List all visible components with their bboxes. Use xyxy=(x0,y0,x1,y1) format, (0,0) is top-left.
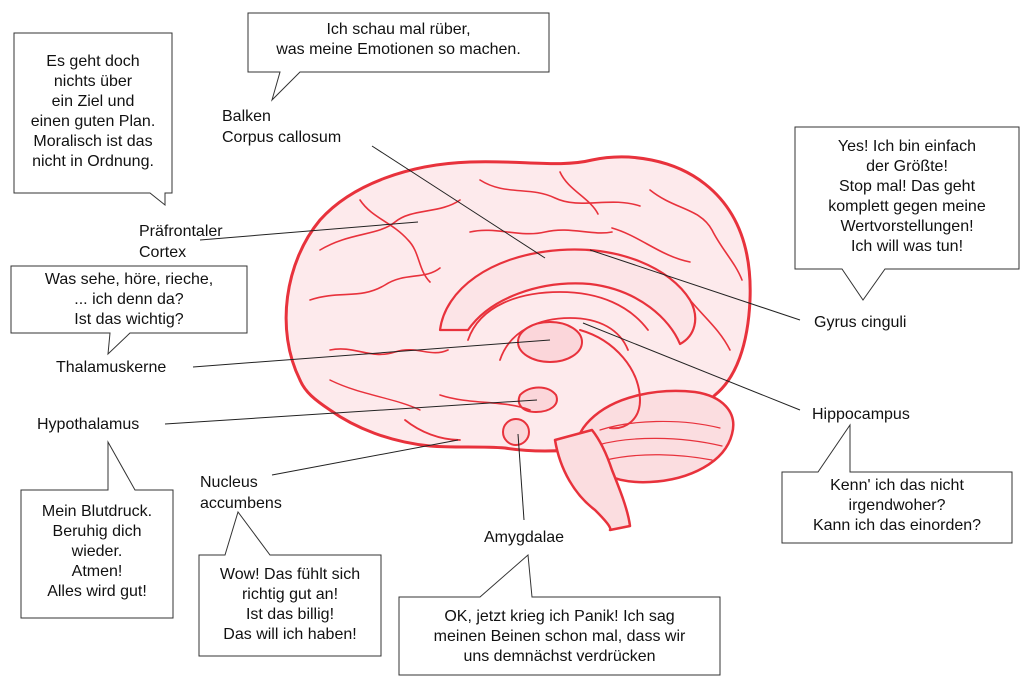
bubble-text-hypothalamus: Mein Blutdruck. Beruhig dich wieder. Atm… xyxy=(41,503,153,600)
corpus-callosum xyxy=(438,248,697,346)
label-hippocampus: Hippocampus xyxy=(812,406,910,423)
bubble-text-nucleus: Wow! Das fühlt sich richtig gut an! Ist … xyxy=(219,566,361,643)
speech-bubbles xyxy=(10,12,1020,676)
cerebrum-outline xyxy=(284,155,752,453)
amygdala xyxy=(502,418,530,446)
bubble-hypothalamus xyxy=(20,440,174,619)
brain-illustration xyxy=(284,155,752,532)
label-praefrontal: Präfrontaler Cortex xyxy=(139,223,223,261)
bubble-hippocampus xyxy=(781,423,1013,544)
pointer-nucleus xyxy=(271,439,459,476)
pointer-thalamus xyxy=(192,339,551,368)
bubble-praefrontal xyxy=(13,32,173,207)
pointer-hippocampus xyxy=(582,322,801,411)
pointer-amygdala xyxy=(517,433,525,521)
bubble-text-hippocampus: Kenn' ich das nicht irgendwoher? Kann ic… xyxy=(812,477,982,534)
pointer-balken xyxy=(371,145,546,259)
label-thalamus: Thalamuskerne xyxy=(56,359,167,376)
pointer-lines xyxy=(164,145,801,521)
pointer-praefrontal xyxy=(199,221,419,241)
bubble-thalamus xyxy=(10,265,248,356)
brainstem xyxy=(553,428,632,532)
label-nucleus: Nucleus accumbens xyxy=(200,474,282,512)
bubble-balken xyxy=(247,12,550,102)
label-balken: Balken Corpus callosum xyxy=(222,108,342,146)
label-hypothalamus: Hypothalamus xyxy=(37,416,140,433)
bubble-gyrus xyxy=(794,126,1020,301)
bubble-amygdala xyxy=(398,553,721,676)
pointer-gyrus xyxy=(589,249,801,321)
label-gyrus: Gyrus cinguli xyxy=(814,314,907,331)
bubble-text-praefrontal: Es geht doch nichts über ein Ziel und ei… xyxy=(30,53,156,170)
bubble-text-amygdala: OK, jetzt krieg ich Panik! Ich sag meine… xyxy=(433,608,686,665)
bubble-nucleus xyxy=(198,510,382,657)
bubble-text-thalamus: Was sehe, höre, rieche, ... ich denn da?… xyxy=(44,271,214,328)
label-amygdala: Amygdalae xyxy=(484,529,565,546)
pointer-hypothalamus xyxy=(164,399,538,425)
bubble-text-balken: Ich schau mal rüber, was meine Emotionen… xyxy=(276,21,521,58)
bubble-text-gyrus: Yes! Ich bin einfach der Größte! Stop ma… xyxy=(828,138,986,255)
